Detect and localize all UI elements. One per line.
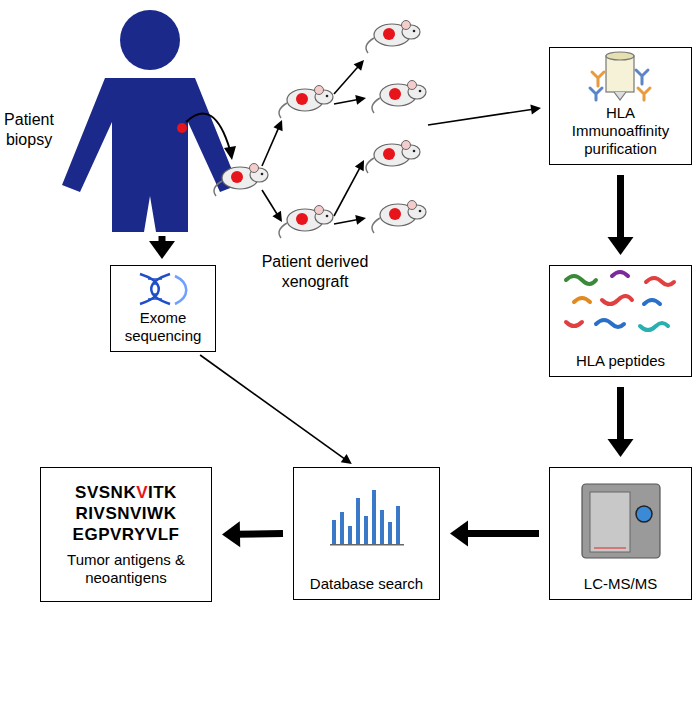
arrow-head <box>272 211 282 222</box>
box-label: Exome sequencing <box>117 309 209 345</box>
arrow-head <box>450 521 468 547</box>
arrow-head <box>608 439 634 457</box>
arrow-head <box>355 95 366 105</box>
process-arrow <box>334 60 364 94</box>
box-label: LC-MS/MS <box>584 575 657 593</box>
arrow-head <box>149 241 175 259</box>
peptide-sequence: EGPVRYVLF <box>73 524 180 545</box>
arrow-shaft <box>464 530 539 537</box>
peptide-sequence: SVSNKVITK <box>75 482 177 503</box>
process-arrow <box>334 160 364 216</box>
result-box: SVSNKVITKRIVSNVIWKEGPVRYVLF Tumor antigen… <box>40 467 212 602</box>
connector-arrow <box>608 175 634 255</box>
arrow-shaft <box>262 127 279 166</box>
figure-label: Patient derived xenograft <box>240 252 390 292</box>
arrow-head <box>222 521 240 547</box>
arrow-head <box>608 237 634 255</box>
box-label: Database search <box>310 575 423 593</box>
arrow-head <box>530 105 541 115</box>
connector-arrow <box>450 521 539 547</box>
connector-arrow <box>222 521 283 547</box>
bar-chart-icon <box>330 490 404 546</box>
mass-spectrometer-icon <box>582 484 660 558</box>
connector-arrow <box>608 387 634 457</box>
biopsy-arrow <box>186 114 230 150</box>
process-box: Database search <box>293 467 440 600</box>
process-arrow <box>428 105 541 125</box>
arrow-head <box>341 454 352 464</box>
peptide-sequence: RIVSNVIWK <box>76 503 177 524</box>
peptide-icons <box>566 272 674 330</box>
arrow-shaft <box>236 530 283 538</box>
process-box: LC-MS/MS <box>549 467 692 600</box>
arrow-shaft <box>334 219 358 224</box>
arrow-shaft <box>334 167 360 216</box>
affinity-column-icon <box>590 52 650 100</box>
process-box: HLA Immunoaffinity purification <box>549 47 692 165</box>
connector-arrow <box>200 355 352 464</box>
arrow-shaft <box>334 66 359 94</box>
process-box: HLA peptides <box>549 265 692 377</box>
box-label: HLA Immunoaffinity purification <box>556 104 685 158</box>
arrow-head <box>224 146 236 160</box>
figure-label: Patient biopsy <box>0 110 58 150</box>
xenograft-mice <box>214 21 426 239</box>
process-arrow <box>149 236 175 259</box>
patient-figure <box>62 10 238 232</box>
arrow-shaft <box>200 355 345 459</box>
process-arrow <box>262 190 282 222</box>
arrow-shaft <box>262 190 278 215</box>
box-label: Tumor antigens & neoantigens <box>47 551 205 587</box>
process-arrow <box>334 95 366 105</box>
arrow-head <box>355 160 364 171</box>
dna-icon <box>140 274 186 304</box>
arrow-shaft <box>428 109 533 125</box>
arrow-shaft <box>617 387 624 443</box>
arrow-shaft <box>617 175 624 241</box>
arrow-head <box>354 60 364 71</box>
process-arrow <box>334 215 366 225</box>
arrow-head <box>355 215 366 225</box>
box-label: HLA peptides <box>576 352 665 370</box>
arrow-head <box>273 120 282 131</box>
process-arrow <box>262 120 283 166</box>
arrow-shaft <box>334 99 358 104</box>
process-box: Exome sequencing <box>110 265 216 352</box>
